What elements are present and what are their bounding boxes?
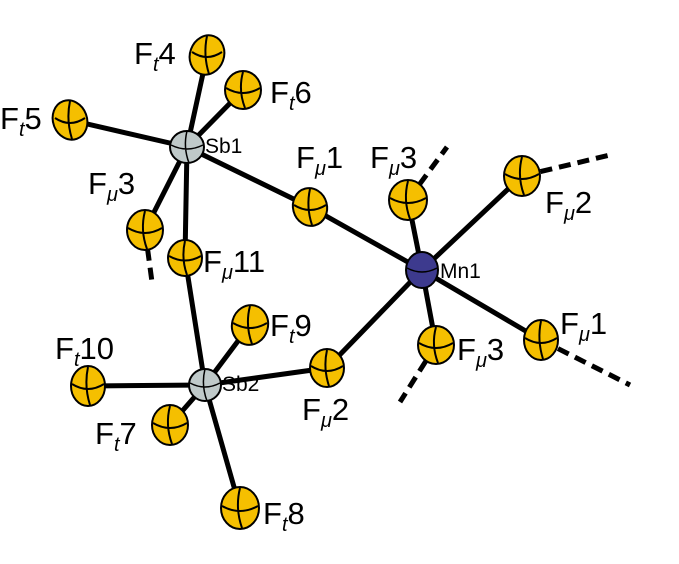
label-fu2-bottom: Fμ2 [302,392,349,432]
bond-fu11-sb2 [182,255,208,388]
bond-mn1-fu1 [419,267,544,343]
label-ft9: Ft9 [270,308,312,348]
atom-fu3a-left [126,209,164,251]
atom-fu3-mn-bottom [417,325,455,365]
label-fu2-right: Fμ2 [545,185,592,225]
label-fu1-right: Fμ1 [560,306,607,346]
atom-ft6 [224,70,262,110]
bond-fu2-mn1 [324,267,425,371]
label-fu3-mn: Fμ3 [370,140,417,180]
bond-sb1-fu1 [184,144,313,210]
label-sb1: Sb1 [205,135,242,158]
atom-fu1 [291,187,329,227]
atom-mn1 [405,251,439,289]
label-ft10: Ft10 [55,331,114,371]
atom-fu3-mn-top [388,179,428,221]
bond-fu1-mn1 [307,204,425,273]
atom-ft5 [51,99,89,141]
atom-ft9 [230,304,270,346]
atom-ft8 [220,486,260,530]
atom-ft4 [188,34,226,76]
atom-fu2-bottom [309,348,345,388]
label-ft5: Ft5 [0,101,42,141]
bond-mn1-fu2 [419,173,525,273]
atom-sb2 [188,368,222,402]
label-mn1: Mn1 [440,260,481,283]
bond-sb2-ft10 [85,382,208,389]
atom-ft7 [151,404,189,446]
label-ft4: Ft4 [134,36,176,76]
dash-fu1 [539,337,632,388]
atom-ft10 [70,365,106,407]
label-ft6: Ft6 [270,75,312,115]
bond-sb1-ft5 [67,117,190,150]
label-ft8: Ft8 [263,496,305,536]
label-fu3-sb1: Fμ3 [88,166,135,206]
label-fu1: Fμ1 [296,140,343,180]
bond-sb2-fu2 [202,365,330,388]
labels: Sb1 Sb2 Mn1 Ft4 Ft5 Ft6 Fμ3 Fμ1 Fμ3 Fμ2 … [0,36,607,536]
atom-fu1-right [523,319,559,361]
atom-fu11 [167,239,203,277]
atom-sb1 [169,130,205,164]
label-sb2: Sb2 [222,373,259,396]
label-fu11: Fμ11 [203,244,265,284]
fluorine-atoms [51,34,559,530]
label-fu3-mn-bottom: Fμ3 [457,332,504,372]
dash-fu2 [521,152,611,179]
label-ft7: Ft7 [95,416,137,456]
atom-fu2-right [503,155,541,197]
metal-atoms [169,130,439,402]
